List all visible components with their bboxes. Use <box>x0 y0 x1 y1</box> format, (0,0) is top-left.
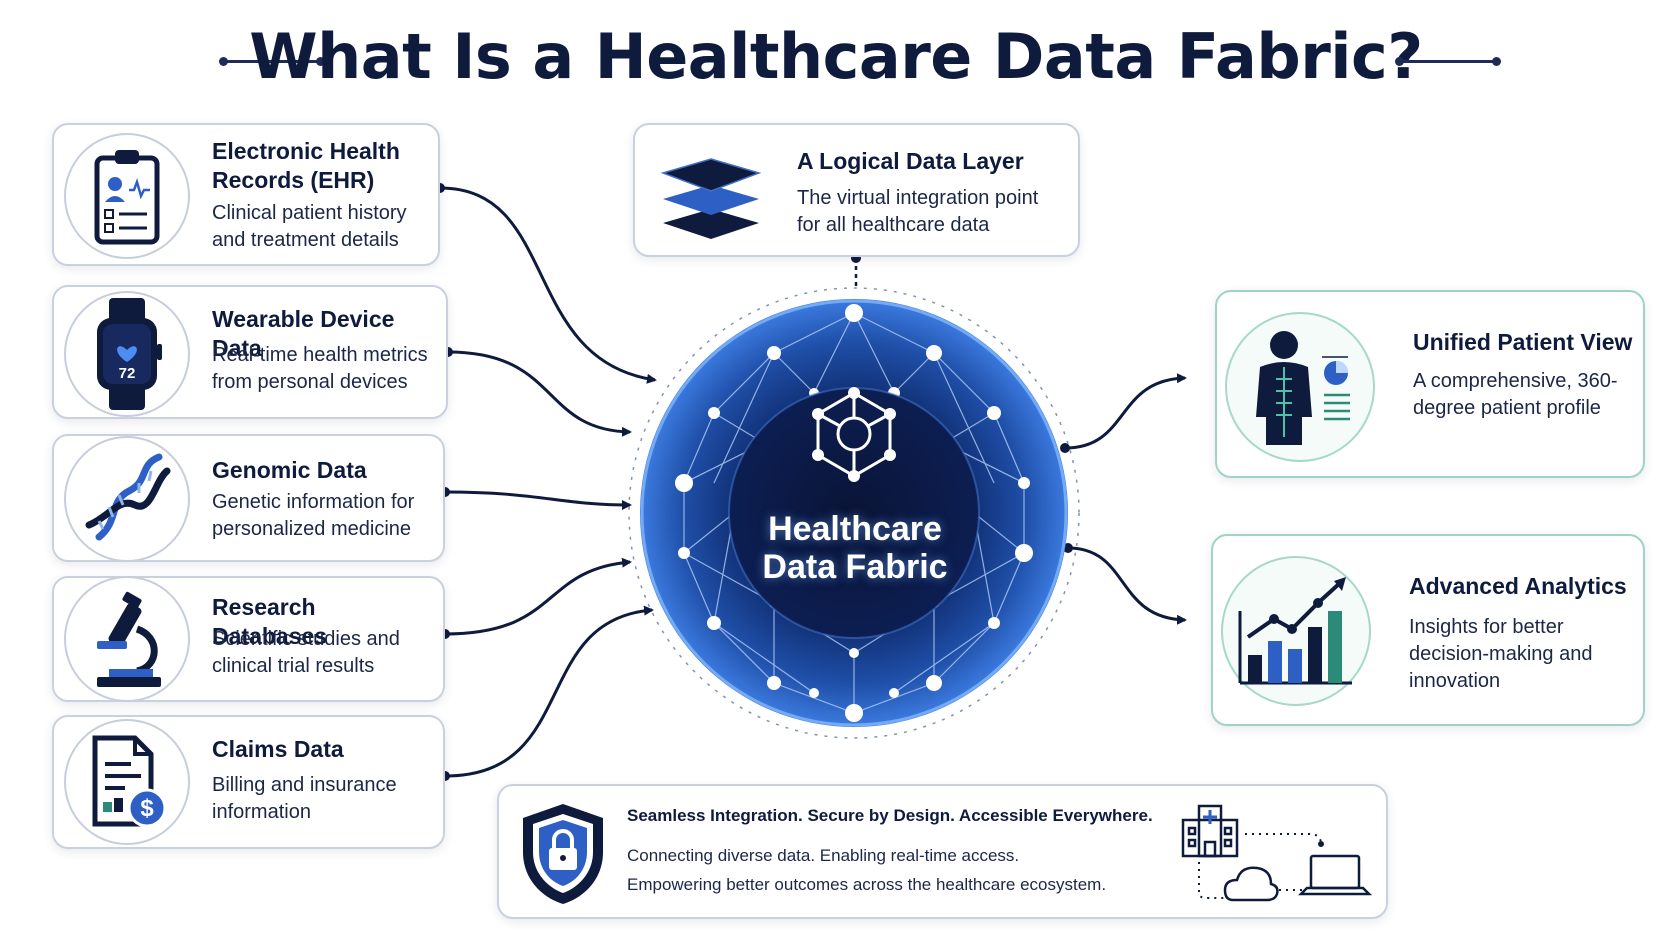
card-title: Research Databases <box>212 594 328 649</box>
card-title: Claims Data <box>212 736 344 762</box>
dna-icon <box>64 436 190 562</box>
source-card-wearable[interactable]: 72 Wearable Device Data Real-time health… <box>52 285 448 419</box>
source-card-claims[interactable]: $ Claims Data Billing and insurance info… <box>52 715 445 849</box>
card-description: A comprehensive, 360-degree patient prof… <box>1413 370 1618 419</box>
microscope-icon <box>64 576 190 702</box>
invoice-icon: $ <box>64 719 190 845</box>
data-fabric-hub <box>628 287 1080 739</box>
cloud-icon <box>1223 866 1279 902</box>
card-description: Clinical patient history and treatment d… <box>212 202 407 251</box>
logical-layer-card[interactable]: A Logical Data Layer The virtual integra… <box>633 123 1080 257</box>
smartwatch-icon: 72 <box>64 291 190 417</box>
card-title: Advanced Analytics <box>1409 573 1627 599</box>
card-title: Wearable Device Data <box>212 306 395 361</box>
output-card-advanced-analytics[interactable]: Advanced Analytics Insights for better d… <box>1211 534 1645 726</box>
banner-line-1: Connecting diverse data. Enabling real-t… <box>627 846 1020 865</box>
clipboard-icon <box>64 133 190 259</box>
banner-line-2: Empowering better outcomes across the he… <box>627 875 1107 894</box>
title-decoration-left <box>219 57 325 66</box>
card-description: Genetic information for personalized med… <box>212 491 415 540</box>
card-title: A Logical Data Layer <box>797 148 1024 174</box>
layers-icon <box>659 139 763 248</box>
banner-title: Seamless Integration. Secure by Design. … <box>627 806 1153 825</box>
card-description: Real-time health metrics from personal d… <box>212 344 428 393</box>
source-card-ehr[interactable]: Electronic Health Records (EHR) Clinical… <box>52 123 440 266</box>
card-title: Genomic Data <box>212 457 367 483</box>
integration-banner: Seamless Integration. Secure by Design. … <box>497 784 1388 919</box>
ecosystem-icons <box>1181 804 1373 902</box>
card-title: Unified Patient View <box>1413 329 1633 355</box>
page-title: What Is a Healthcare Data Fabric? <box>249 20 1423 93</box>
output-card-unified-patient-view[interactable]: Unified Patient View A comprehensive, 36… <box>1215 290 1645 478</box>
title-decoration-right <box>1395 57 1501 66</box>
source-card-research[interactable]: Research Databases Scientific studies an… <box>52 576 445 702</box>
hospital-icon <box>1181 804 1239 858</box>
patient-profile-icon <box>1225 312 1375 462</box>
card-description: Billing and insurance information <box>212 774 397 823</box>
card-title: Electronic Health Records (EHR) <box>212 138 400 193</box>
card-description: Scientific studies and clinical trial re… <box>212 628 400 677</box>
source-card-genomic[interactable]: Genomic Data Genetic information for per… <box>52 434 445 562</box>
svg-text:$: $ <box>140 795 154 822</box>
hub-label: Healthcare Data Fabric <box>762 510 948 586</box>
bar-chart-icon <box>1221 556 1371 706</box>
card-description: The virtual integration point for all he… <box>797 187 1039 236</box>
shield-lock-icon <box>517 800 609 913</box>
laptop-icon <box>1297 854 1373 896</box>
watch-value: 72 <box>119 365 136 382</box>
card-description: Insights for better decision-making and … <box>1409 616 1593 692</box>
